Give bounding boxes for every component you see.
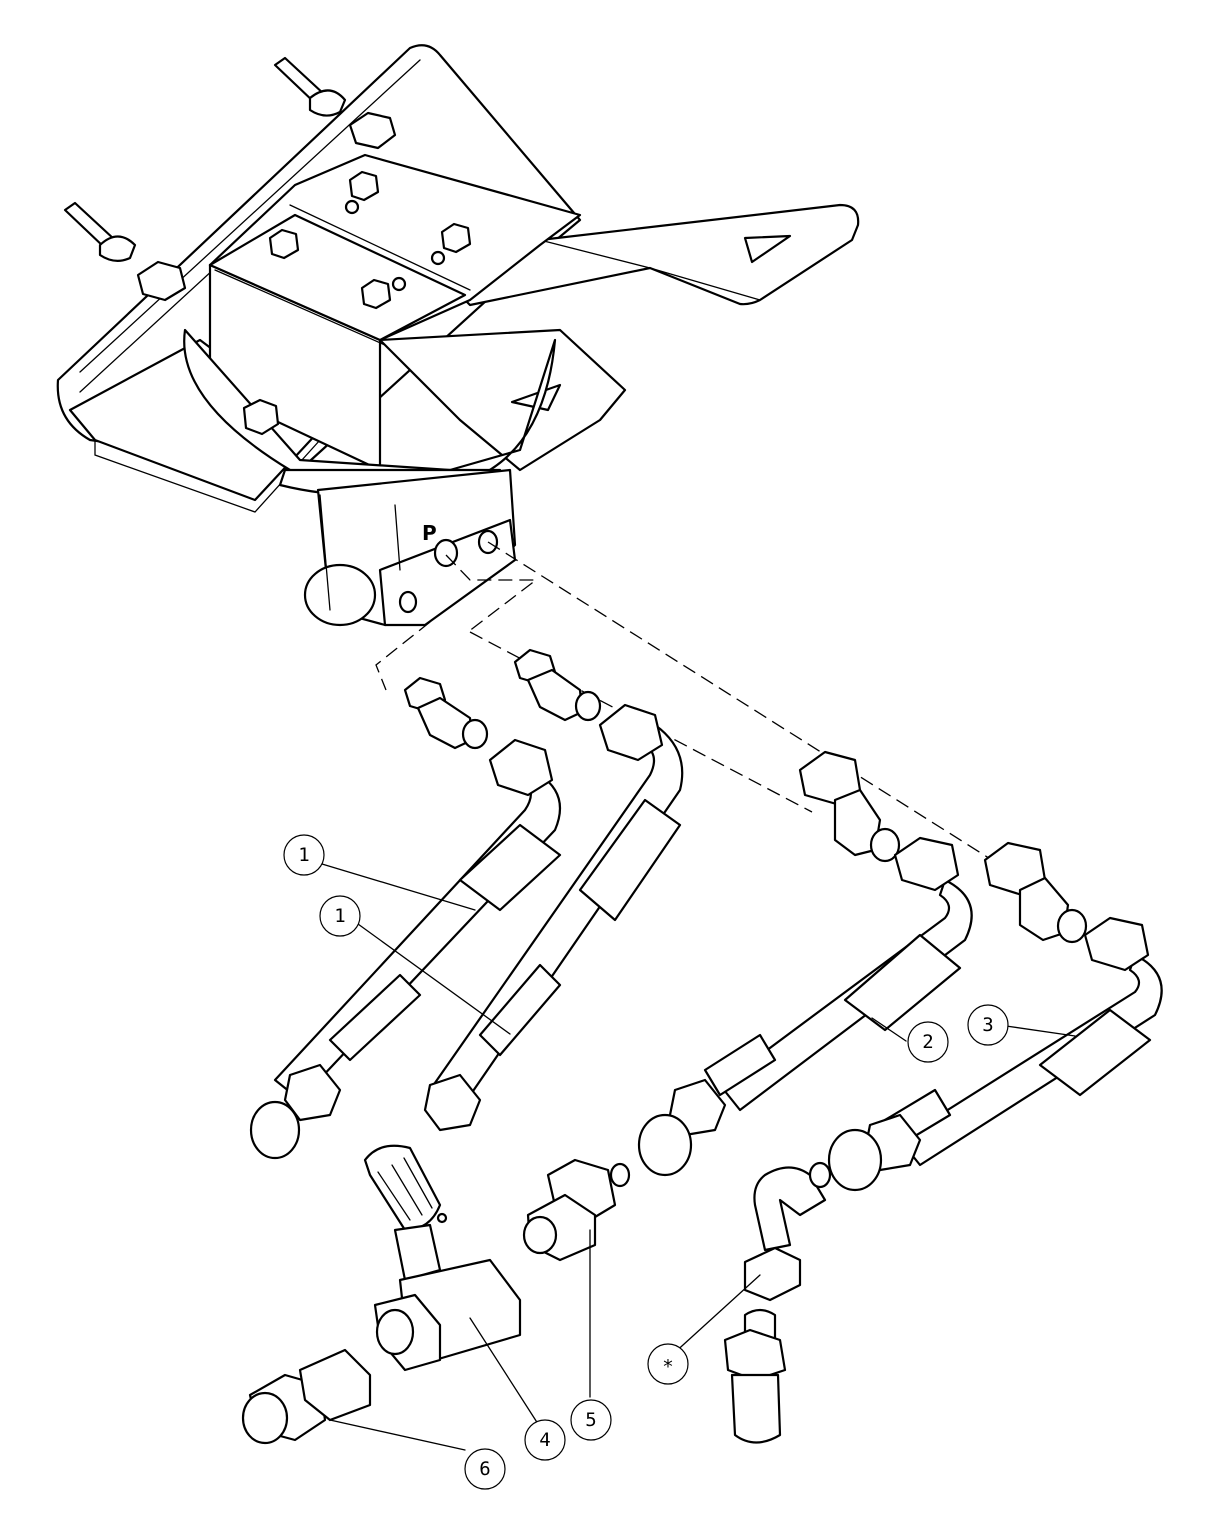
callout-4: 4 xyxy=(524,1419,566,1461)
callout-1a: 1 xyxy=(283,834,325,876)
callout-1b: 1 xyxy=(319,895,361,937)
elbow-fitting xyxy=(743,1161,832,1302)
svg-text:4: 4 xyxy=(539,1429,550,1451)
adapter-6 xyxy=(241,1348,372,1445)
port-p-hole xyxy=(433,538,459,568)
callout-2: 2 xyxy=(907,1021,949,1063)
straight-union xyxy=(723,1308,787,1444)
valve-cap xyxy=(303,563,377,627)
flow-control-valve xyxy=(363,1144,522,1372)
svg-text:2: 2 xyxy=(922,1031,933,1053)
svg-text:5: 5 xyxy=(585,1409,596,1431)
callout-3: 3 xyxy=(967,1004,1009,1046)
leader-lines xyxy=(321,863,1076,1451)
svg-text:1: 1 xyxy=(298,844,309,866)
triangle-hole-arm xyxy=(743,234,792,264)
callout-star: * xyxy=(647,1343,689,1385)
port-label-p: P xyxy=(422,521,437,545)
adapter-b xyxy=(513,648,602,722)
svg-text:*: * xyxy=(662,1356,673,1378)
svg-text:1: 1 xyxy=(334,905,345,927)
bolt-heads xyxy=(136,111,472,436)
valve-body: P xyxy=(303,468,517,627)
svg-text:6: 6 xyxy=(479,1458,490,1480)
svg-text:3: 3 xyxy=(982,1014,993,1036)
hose-2 xyxy=(637,836,973,1177)
hose-1-left xyxy=(249,738,562,1160)
adapter-d xyxy=(983,841,1088,944)
adapter-c xyxy=(798,750,901,863)
hose-1-right xyxy=(423,703,684,1132)
mounting-bracket xyxy=(56,44,860,513)
adapter-5 xyxy=(522,1158,631,1262)
adapter-a xyxy=(403,676,489,750)
hose-3 xyxy=(827,916,1163,1192)
callout-5: 5 xyxy=(570,1399,612,1441)
callout-6: 6 xyxy=(464,1448,506,1490)
